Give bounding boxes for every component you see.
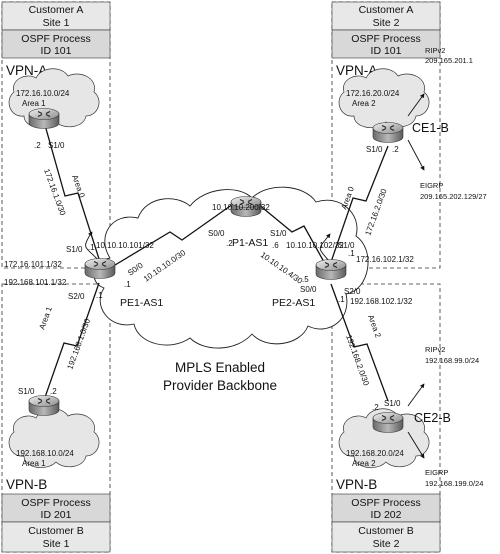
router-ce1-b xyxy=(372,122,404,143)
link-ce-a2-pe2 xyxy=(330,145,389,263)
pe1-vpn-a-if: 172.16.101.1/32 xyxy=(4,260,62,269)
serial-links xyxy=(42,117,389,404)
vpn-b1-label: VPN-B xyxy=(6,477,47,492)
link-a1-area: Area 0 xyxy=(70,174,87,200)
link-pe1-p1 xyxy=(109,203,234,269)
ce-b1-int-num: .2 xyxy=(50,387,57,396)
ce2-b-rip-net: 192.168.99.0/24 xyxy=(425,356,479,365)
site-box-a1 xyxy=(1,1,111,269)
cust-b2-site: Site 2 xyxy=(373,538,400,550)
vpn-b2-label: VPN-B xyxy=(336,477,377,492)
p1-dot6: .6 xyxy=(272,241,279,250)
link-b1-area: Area 1 xyxy=(37,305,54,331)
p1-s0-0: S0/0 xyxy=(208,229,225,238)
ce-a1-int: S1/0 xyxy=(48,141,65,150)
cloud-a2-area: Area 2 xyxy=(352,99,376,108)
cust-b1-ospf-id: ID 201 xyxy=(41,509,72,521)
pe2-s0-0: S0/0 xyxy=(300,285,317,294)
pe1-dot1-b: .1 xyxy=(96,291,103,300)
ce-a1-int-num: .2 xyxy=(34,141,41,150)
ce2-b-eigrp-net: 192.168.199.0/24 xyxy=(425,479,483,488)
cust-a1-ospf-id: ID 101 xyxy=(41,45,72,57)
pe2-loopback: 10.10.10.102/32 xyxy=(286,241,344,250)
link-b2-net: 192.168.2.0/30 xyxy=(344,334,371,388)
cust-a1-title: Customer A xyxy=(29,4,84,16)
link-b2-area: Area 2 xyxy=(366,314,383,340)
cust-a2-ospf: OSPF Process xyxy=(351,33,420,45)
link-ce-b1-pe1 xyxy=(42,282,100,404)
pe2-dot5: .5 xyxy=(302,275,309,284)
router-ce-a1 xyxy=(28,108,60,129)
cloud-a1-area: Area 1 xyxy=(22,99,46,108)
router-ce-b1 xyxy=(28,395,60,416)
vpn-a1-label: VPN-A xyxy=(6,63,47,78)
ce2-b-int-num: .2 xyxy=(372,403,379,412)
link-p1-pe2 xyxy=(257,203,325,263)
cust-b2-title: Customer B xyxy=(358,525,413,537)
cloud-b1-net: 192.168.10.0/24 xyxy=(16,449,74,458)
pe2-dot1-a: .1 xyxy=(348,249,355,258)
p1-dot2: .2 xyxy=(226,239,233,248)
ce2-b-name: CE2-B xyxy=(414,411,451,425)
p1-name: P1-AS1 xyxy=(232,237,268,249)
backbone-caption-2: Provider Backbone xyxy=(163,378,277,393)
cust-b1-ospf: OSPF Process xyxy=(21,497,90,509)
cust-a1-site: Site 1 xyxy=(43,17,70,29)
link-ce-b2-pe2 xyxy=(330,283,389,402)
cust-a1-ospf: OSPF Process xyxy=(21,33,90,45)
pe2-dot1-b: .1 xyxy=(338,295,345,304)
ce-b1-int: S1/0 xyxy=(18,387,35,396)
ce1-b-eigrp-label: EIGRP xyxy=(420,181,443,190)
cust-a2-title: Customer A xyxy=(359,4,414,16)
link-ce-a1-pe1 xyxy=(42,117,101,263)
cloud-b1-area: Area 1 xyxy=(22,459,46,468)
pe1-s1-0: S1/0 xyxy=(66,245,83,254)
cust-b1-site: Site 1 xyxy=(43,538,70,550)
cloud-b2-area: Area 2 xyxy=(352,459,376,468)
router-ce2-b xyxy=(372,412,404,433)
cloud-a2-net: 172.16.20.0/24 xyxy=(346,89,400,98)
backbone-caption-1: MPLS Enabled xyxy=(175,360,265,375)
router-pe1 xyxy=(84,258,116,279)
ce1-b-name: CE1-B xyxy=(412,121,449,135)
cust-b2-ospf: OSPF Process xyxy=(351,497,420,509)
ce2-b-int: S1/0 xyxy=(384,399,401,408)
cust-b1-title: Customer B xyxy=(28,525,83,537)
pe1-loopback: 10.10.10.101/32 xyxy=(96,241,154,250)
ce1-b-eigrp-net: 209.165.202.129/27 xyxy=(420,192,487,201)
pe2-vpn-b-if: 192.168.102.1/32 xyxy=(350,297,413,306)
pe2-vpn-a-if: 172.16.102.1/32 xyxy=(356,255,414,264)
vpn-a2-label: VPN-A xyxy=(336,63,377,78)
cust-b2-ospf-id: ID 202 xyxy=(371,509,402,521)
cloud-a2 xyxy=(338,68,430,129)
pe1-name: PE1-AS1 xyxy=(120,297,163,309)
pe2-s2-0: S2/0 xyxy=(344,287,361,296)
p1-s1-0: S1/0 xyxy=(270,229,287,238)
cloud-b2-net: 192.168.20.0/24 xyxy=(346,449,404,458)
site-box-a2 xyxy=(331,1,441,269)
link-a2-net: 172.16.2.0/30 xyxy=(363,187,388,237)
ce2-b-eigrp-label: EIGRP xyxy=(425,468,448,477)
pe1-vpn-b-if: 192.168.101.1/32 xyxy=(4,278,67,287)
pe2-name: PE2-AS1 xyxy=(272,297,315,309)
cloud-b1 xyxy=(8,408,100,469)
cloud-a1-net: 172.16.10.0/24 xyxy=(16,89,70,98)
cust-a2-ospf-id: ID 101 xyxy=(371,45,402,57)
ce1-b-rip-net: 209.165.201.1 xyxy=(425,56,473,65)
ce1-b-int: S1/0 xyxy=(366,145,383,154)
p1-loopback: 10.10.10.200/32 xyxy=(212,203,270,212)
ce1-b-rip-label: RIPv2 xyxy=(425,46,445,55)
pe1-s2-0: S2/0 xyxy=(68,292,85,301)
pe1-dot1-a: .1 xyxy=(88,243,95,252)
cloud-b2 xyxy=(338,408,430,469)
ce1-b-int-num: .2 xyxy=(392,145,399,154)
cust-a2-site: Site 2 xyxy=(373,17,400,29)
mpls-backbone-cloud xyxy=(93,186,369,349)
pe2-s1-0: S1/0 xyxy=(338,241,355,250)
pe1-dot1-core: .1 xyxy=(124,280,131,289)
router-pe2 xyxy=(315,259,347,280)
ce2-b-rip-label: RIPv2 xyxy=(425,345,445,354)
